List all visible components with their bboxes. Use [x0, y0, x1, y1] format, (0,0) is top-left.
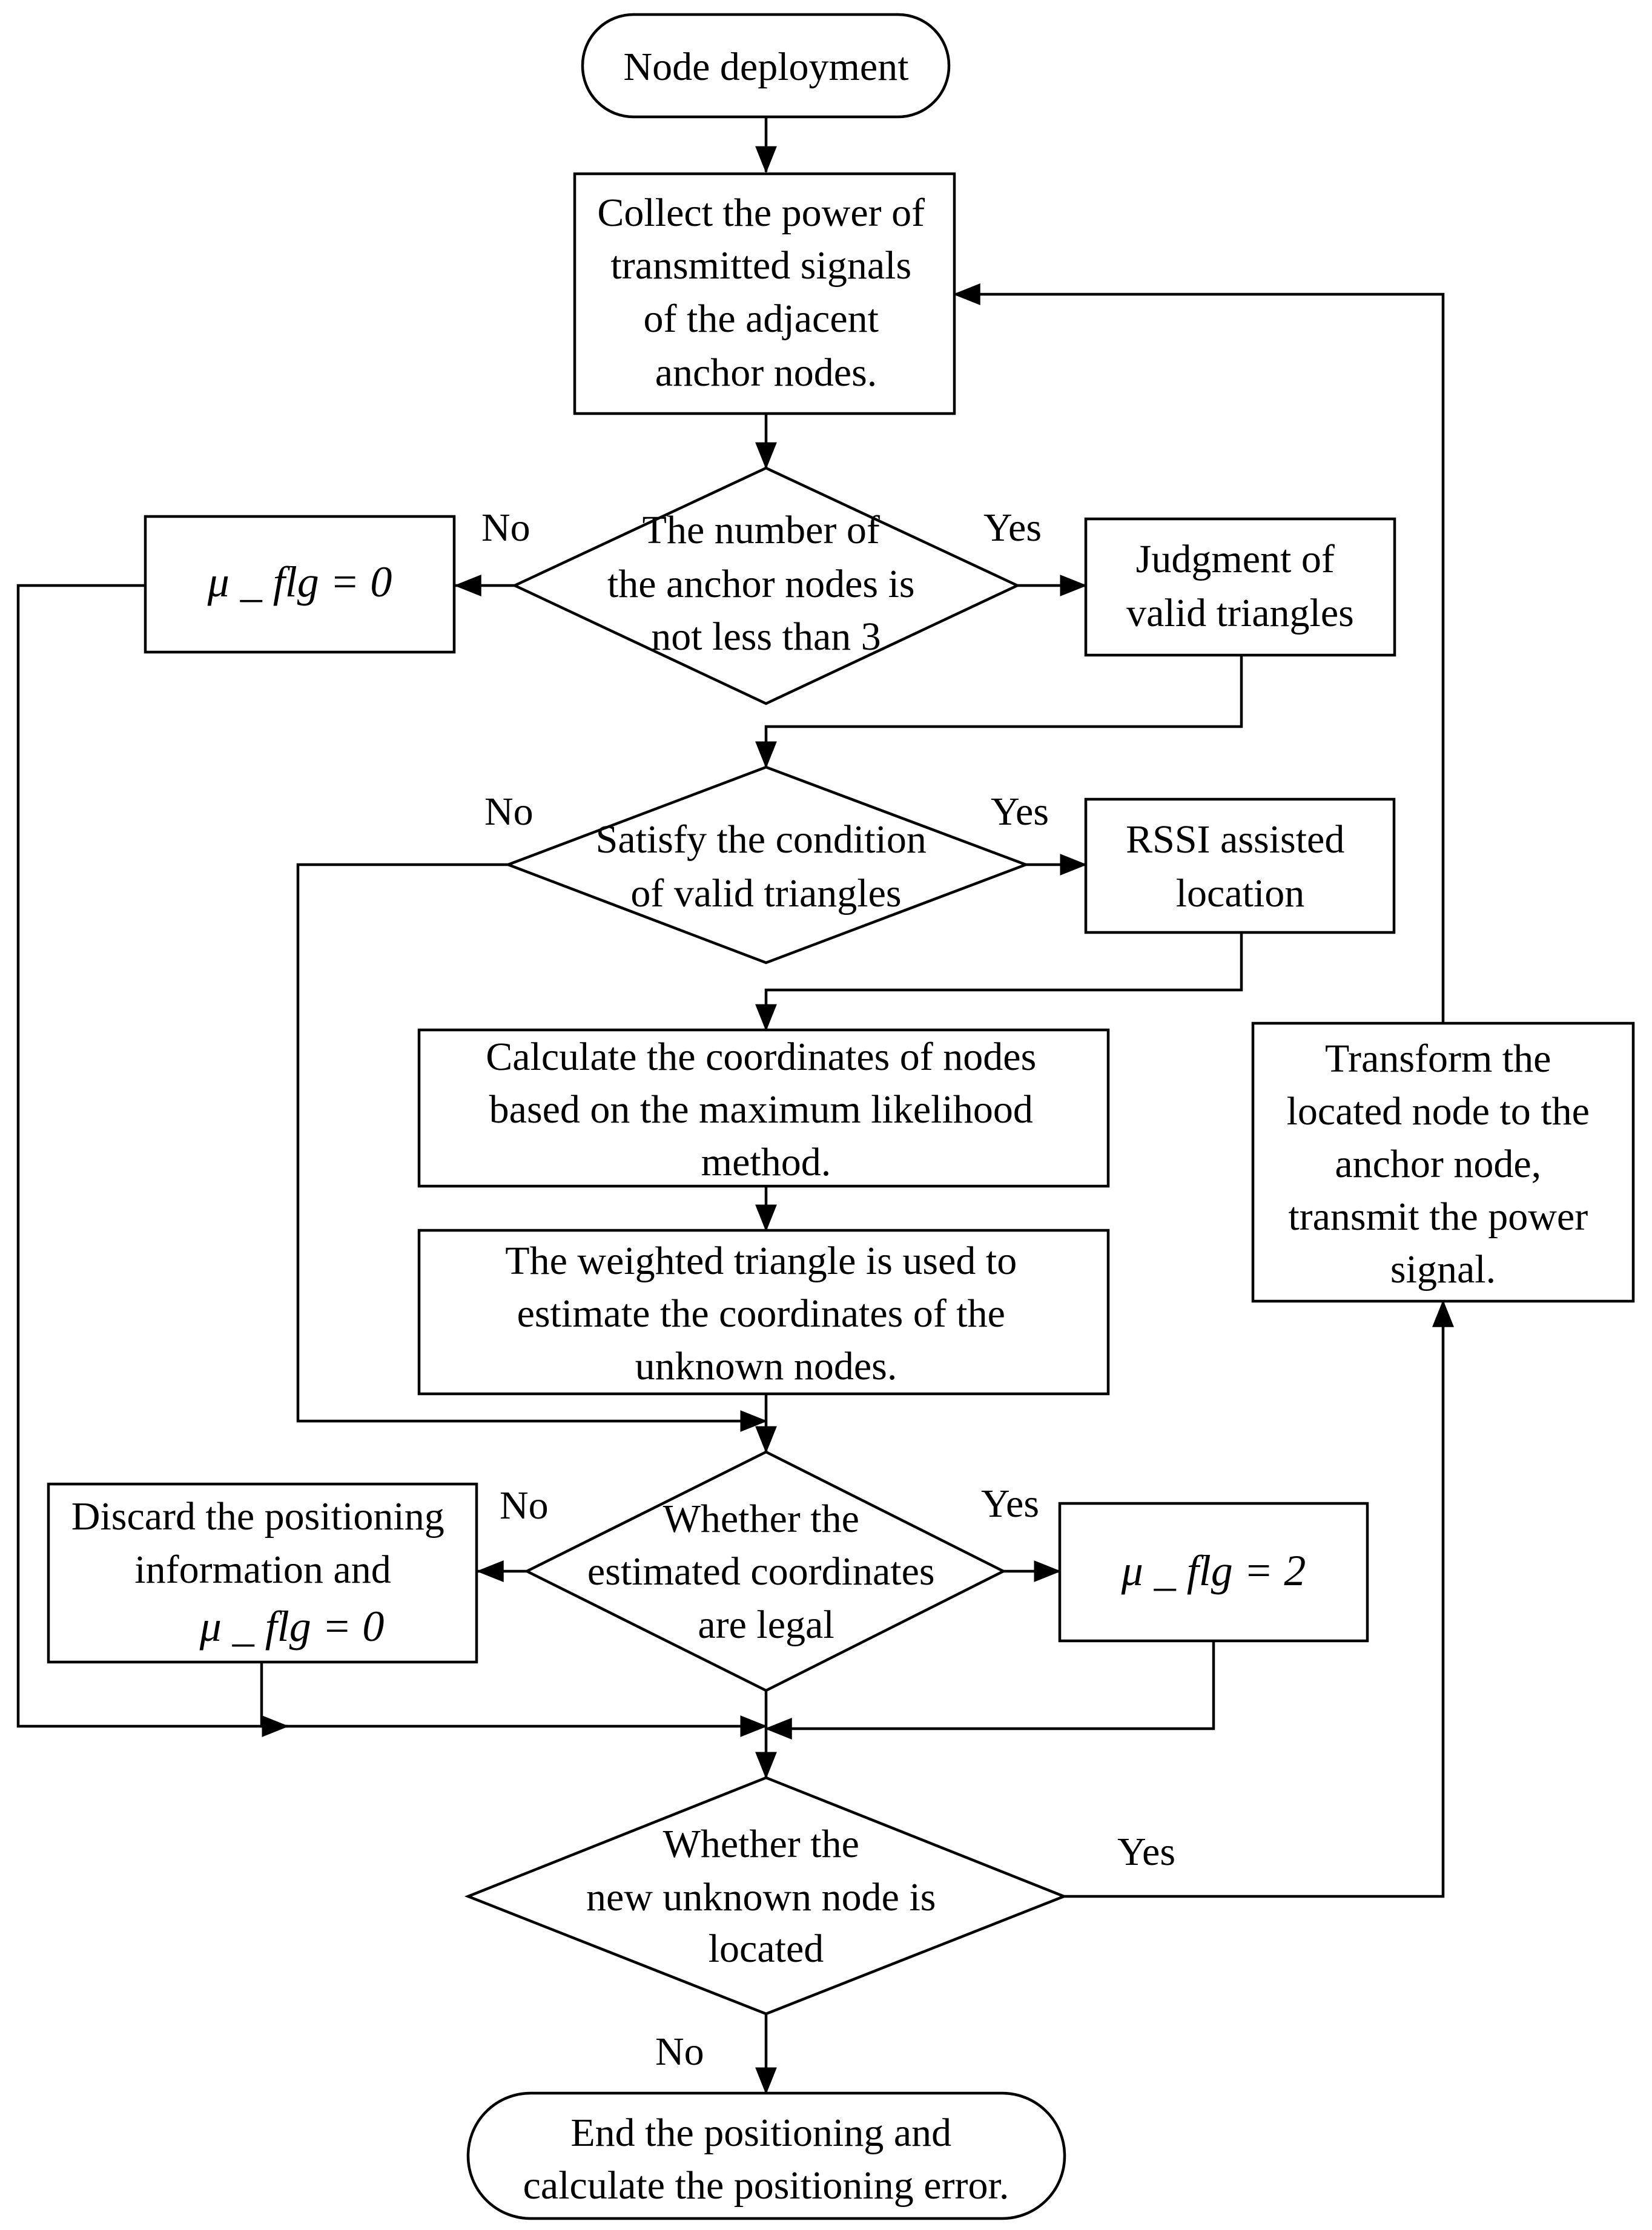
- decision-count-line-1: The number of: [643, 508, 880, 552]
- label-count-yes: Yes: [983, 506, 1042, 550]
- arrow-judgment-to-decision-valid: [755, 655, 1243, 769]
- decision-new-node: Whether the new unknown node is located: [464, 1776, 1068, 2016]
- weighted-line-2: estimate the coordinates of the: [517, 1291, 1005, 1336]
- decision-legal-line-1: Whether the: [663, 1497, 859, 1541]
- calculate-line-3: method.: [701, 1140, 831, 1184]
- label-new-no: No: [655, 2030, 704, 2074]
- collect-line-2: transmitted signals: [610, 243, 911, 288]
- arrow-new-yes: [1064, 1299, 1454, 1898]
- rssi-line-2: location: [1176, 871, 1305, 915]
- judgment-line-1: Judgment of: [1136, 537, 1335, 581]
- svg-text:Collect the power of tra: Collect the power of transmitted signals…: [597, 191, 934, 395]
- flag-two-node: μ _ flg = 2: [1058, 1502, 1369, 1643]
- collect-line-4: anchor nodes.: [655, 351, 877, 395]
- transform-line-3: anchor node,: [1335, 1142, 1541, 1186]
- svg-text:Discard the positioning: Discard the positioning information and: [71, 1494, 454, 1592]
- label-valid-yes: Yes: [991, 790, 1049, 834]
- arrow-transform-to-collect: [953, 283, 1445, 1023]
- transform-line-1: Transform the: [1325, 1037, 1551, 1081]
- svg-text:Whether the new unknown: Whether the new unknown node is located: [586, 1822, 946, 1971]
- decision-legal-line-2: estimated coordinates: [587, 1549, 935, 1594]
- arrow-valid-no: [296, 863, 768, 1432]
- weighted-line-3: unknown nodes.: [635, 1344, 897, 1388]
- judgment-node: Judgment of valid triangles: [1084, 517, 1396, 657]
- calculate-line-1: Calculate the coordinates of nodes: [486, 1035, 1036, 1079]
- connectors: [16, 117, 1454, 2095]
- svg-text:End the positioning and: End the positioning and calculate the po…: [523, 2111, 1009, 2208]
- judgment-line-2: valid triangles: [1126, 591, 1354, 635]
- collect-line-3: of the adjacent: [644, 297, 879, 341]
- arrow-flag-two-to-merge: [764, 1641, 1215, 1740]
- decision-valid-line-2: of valid triangles: [630, 871, 901, 915]
- arrow-rssi-to-calculate: [755, 932, 1243, 1032]
- arrow-flag-zero-loop: [16, 584, 768, 1737]
- transform-line-5: signal.: [1390, 1247, 1496, 1291]
- decision-count-line-2: the anchor nodes is: [607, 562, 915, 606]
- decision-legal-line-3: are legal: [698, 1603, 834, 1647]
- decision-valid-line-1: Satisfy the condition: [596, 817, 927, 862]
- edge-labels: No Yes No Yes No Yes Yes No: [481, 506, 1175, 2074]
- transform-node: Transform the located node to the anchor…: [1251, 1021, 1635, 1303]
- label-new-yes: Yes: [1117, 1830, 1175, 1874]
- svg-text:Whether the estimated co: Whether the estimated coordinates are le…: [587, 1497, 945, 1647]
- decision-count-node: The number of the anchor nodes is not le…: [511, 466, 1021, 705]
- svg-text:Calculate the coordinates of n: Calculate the coordinates of nodes based…: [486, 1035, 1046, 1184]
- rssi-node: RSSI assisted location: [1084, 797, 1396, 934]
- collect-line-1: Collect the power of: [597, 191, 925, 235]
- transform-line-2: located node to the: [1287, 1089, 1590, 1133]
- discard-line-1: Discard the positioning: [71, 1494, 444, 1539]
- decision-legal-node: Whether the estimated coordinates are le…: [523, 1450, 1007, 1692]
- discard-formula: μ _ flg = 0: [199, 1602, 385, 1651]
- end-line-2: calculate the positioning error.: [523, 2163, 1009, 2208]
- decision-count-line-3: not less than 3: [651, 615, 881, 659]
- svg-text:The number of the anchor: The number of the anchor nodes is not le…: [607, 508, 925, 659]
- start-node: Node deployment: [581, 13, 951, 119]
- transform-line-4: transmit the power: [1288, 1195, 1588, 1239]
- end-line-1: End the positioning and: [570, 2111, 951, 2155]
- weighted-line-1: The weighted triangle is used to: [505, 1239, 1017, 1283]
- flag-two-label: μ _ flg = 2: [1121, 1546, 1306, 1595]
- label-legal-yes: Yes: [981, 1482, 1039, 1526]
- calculate-node: Calculate the coordinates of nodes based…: [417, 1028, 1110, 1188]
- rssi-line-1: RSSI assisted: [1126, 817, 1344, 862]
- start-label: Node deployment: [623, 45, 908, 89]
- label-legal-no: No: [500, 1483, 549, 1528]
- label-valid-no: No: [484, 790, 534, 834]
- label-count-no: No: [481, 506, 530, 550]
- decision-new-line-3: located: [709, 1927, 824, 1971]
- decision-valid-node: Satisfy the condition of valid triangles: [504, 765, 1030, 965]
- flag-zero-top-label: μ _ flg = 0: [207, 558, 392, 606]
- svg-text:Satisfy the condition of: Satisfy the condition of valid triangles: [596, 817, 937, 915]
- svg-text:RSSI assisted location: RSSI assisted location: [1126, 817, 1355, 915]
- decision-new-line-1: Whether the: [663, 1822, 859, 1866]
- discard-line-2: information and: [134, 1548, 391, 1592]
- arrow-discard-to-merge: [260, 1662, 289, 1737]
- discard-node: Discard the positioning information and …: [47, 1482, 478, 1664]
- svg-text:Transform the located no: Transform the located node to the anchor…: [1287, 1037, 1600, 1291]
- flag-zero-top-node: μ _ flg = 0: [144, 515, 456, 654]
- svg-text:The weighted triangle is used: The weighted triangle is used to estimat…: [505, 1239, 1026, 1388]
- collect-node: Collect the power of transmitted signals…: [573, 172, 956, 415]
- end-node: End the positioning and calculate the po…: [466, 2091, 1066, 2220]
- weighted-node: The weighted triangle is used to estimat…: [417, 1229, 1110, 1396]
- calculate-line-2: based on the maximum likelihood: [489, 1087, 1033, 1132]
- decision-new-line-2: new unknown node is: [586, 1875, 936, 1919]
- svg-text:Judgment of valid triang: Judgment of valid triangles: [1126, 537, 1354, 635]
